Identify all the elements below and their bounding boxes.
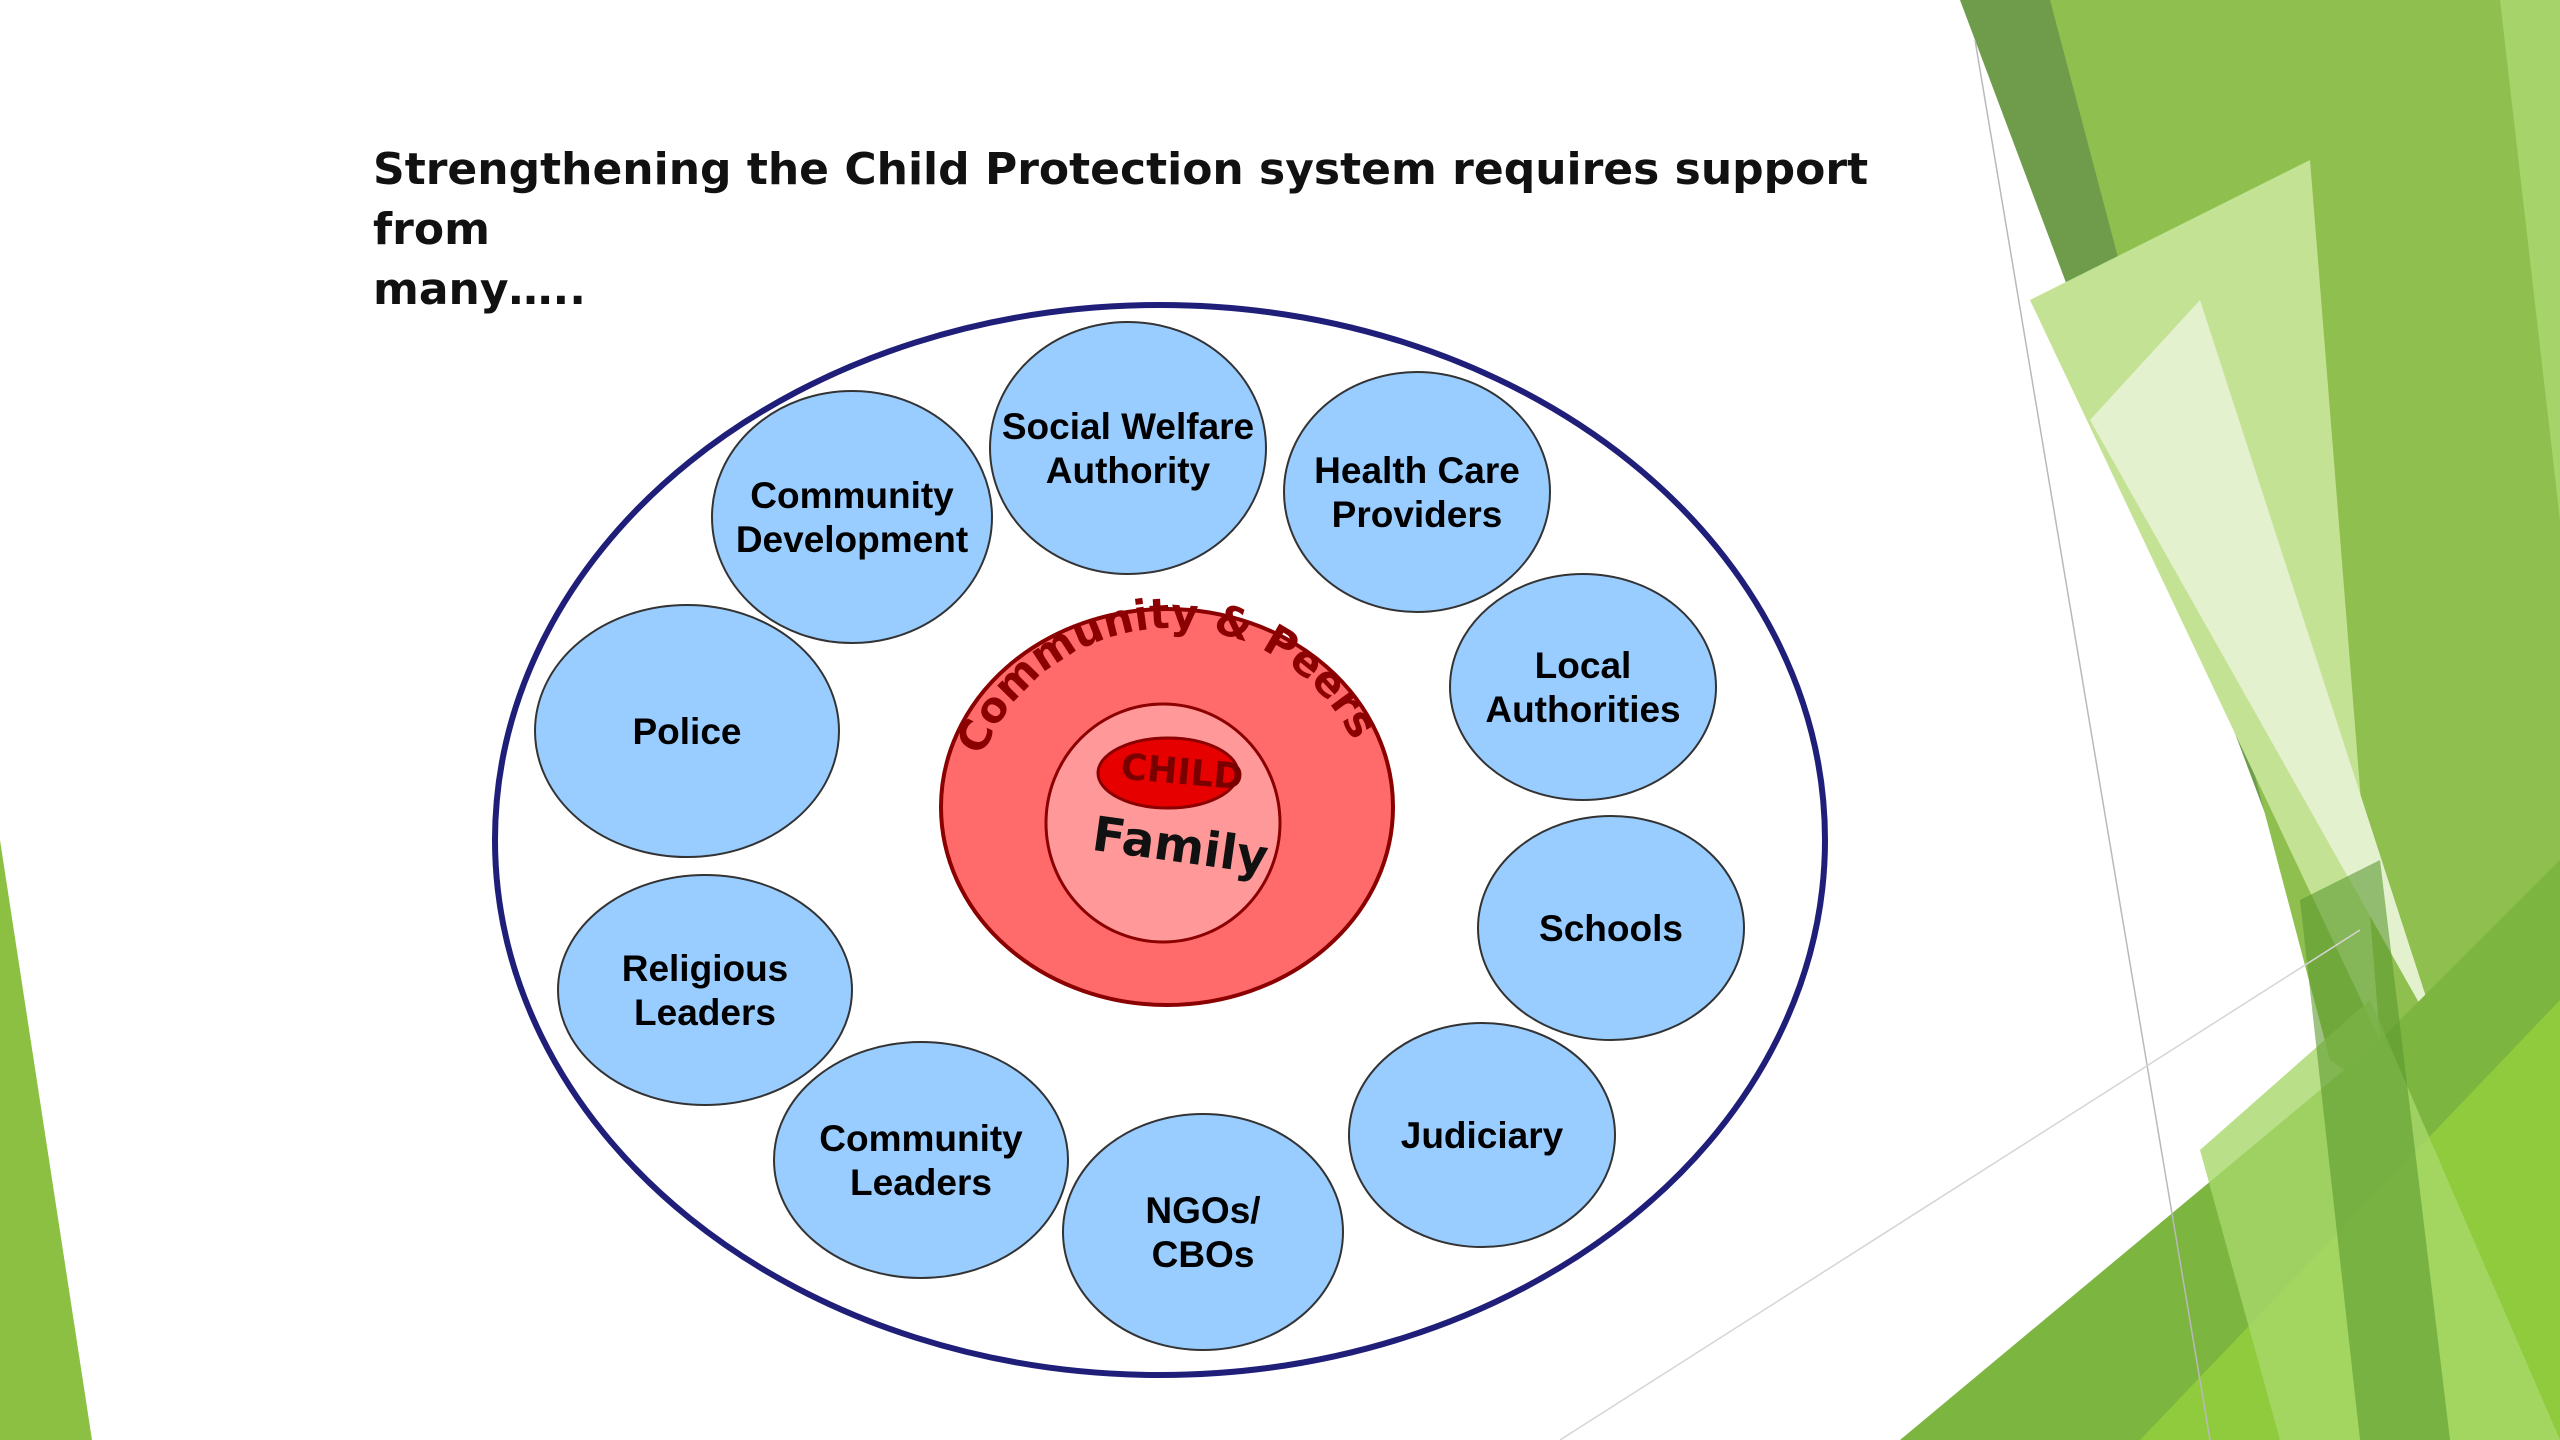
decor-line-2 bbox=[1559, 929, 2361, 1440]
node-label: CBOs bbox=[1152, 1234, 1255, 1275]
node-circle bbox=[773, 1041, 1069, 1279]
node-label: NGOs/ bbox=[1145, 1190, 1260, 1231]
node-label: Schools bbox=[1539, 908, 1683, 949]
node-circle bbox=[989, 321, 1267, 575]
decor-shape-left bbox=[0, 840, 92, 1440]
node-label: Community bbox=[819, 1118, 1023, 1159]
node-circle bbox=[711, 390, 993, 644]
node-circle bbox=[1477, 815, 1745, 1041]
decor-shape-5 bbox=[2090, 300, 2440, 1040]
node-label: Health Care bbox=[1314, 450, 1520, 491]
node-label: Authority bbox=[1046, 450, 1211, 491]
node-label: Authorities bbox=[1485, 689, 1680, 730]
node-label: Social Welfare bbox=[1002, 406, 1254, 447]
node-circle bbox=[1348, 1022, 1616, 1248]
node-circle bbox=[557, 874, 853, 1106]
node-circle bbox=[1062, 1113, 1344, 1351]
node-label: Leaders bbox=[634, 992, 776, 1033]
node-schools: Schools bbox=[1477, 815, 1745, 1041]
node-circle bbox=[1283, 371, 1551, 613]
decor-line-1 bbox=[1974, 39, 2211, 1440]
node-circle bbox=[1449, 573, 1717, 801]
node-label: Community bbox=[750, 475, 954, 516]
slide-title: Strengthening the Child Protection syste… bbox=[373, 144, 1869, 315]
node-label: Judiciary bbox=[1401, 1115, 1564, 1156]
node-label: Religious bbox=[622, 948, 789, 989]
node-label: Providers bbox=[1332, 494, 1503, 535]
node-label: Leaders bbox=[850, 1162, 992, 1203]
node-label: Development bbox=[736, 519, 968, 560]
outer-ring bbox=[492, 302, 1828, 1378]
node-circle bbox=[534, 604, 840, 858]
decor-shape-9 bbox=[2300, 860, 2450, 1440]
node-label: Local bbox=[1535, 645, 1632, 686]
node-police: Police bbox=[534, 604, 840, 858]
decor-shape-3 bbox=[2500, 0, 2560, 520]
node-label: Police bbox=[633, 711, 742, 752]
child-circle bbox=[1096, 736, 1240, 810]
node-judiciary: Judiciary bbox=[1348, 1022, 1616, 1248]
node-ngos-cbos: NGOs/CBOs bbox=[1062, 1113, 1344, 1351]
